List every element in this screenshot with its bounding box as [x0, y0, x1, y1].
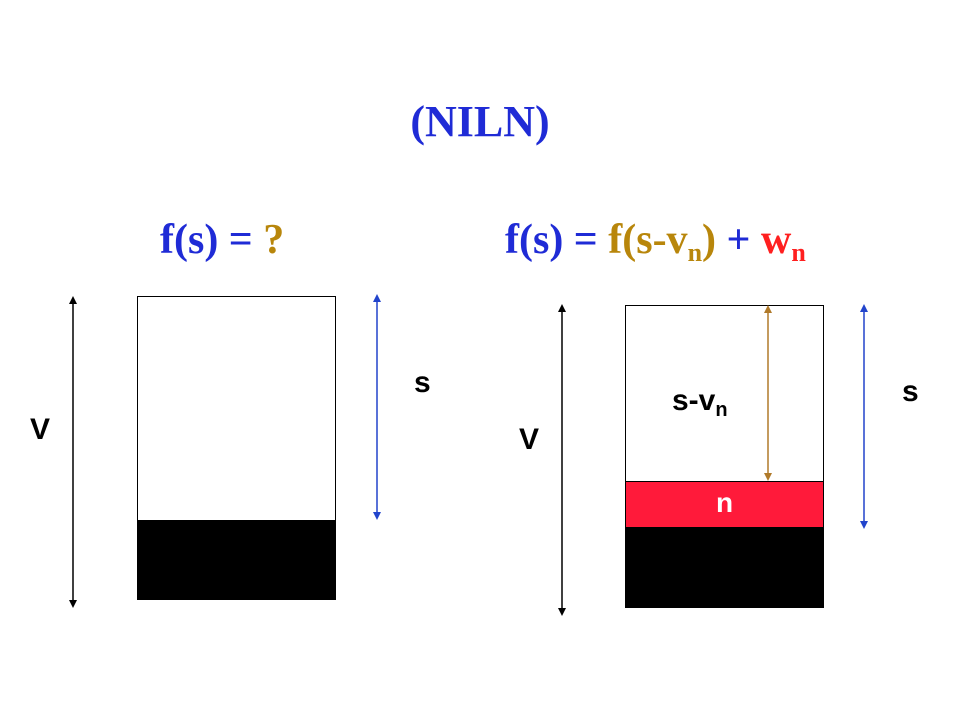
- formula-right-term2: wn: [760, 217, 806, 267]
- formula-right: f(s) = f(s-vn) + wn: [505, 212, 806, 273]
- formula-left: f(s) = ?: [160, 212, 284, 268]
- right-item-label: n: [715, 487, 734, 518]
- formula-right-term2-sub: n: [791, 238, 806, 267]
- formula-left-question: ?: [263, 217, 285, 263]
- right-item-n: [625, 481, 824, 528]
- formula-right-lhs: f(s) =: [505, 217, 609, 263]
- formula-right-term1-sub: n: [687, 238, 703, 267]
- right-filled-region: [625, 528, 824, 608]
- formula-right-term1-open: f(s-v: [608, 217, 688, 263]
- right-capacity-label: V: [519, 423, 540, 456]
- formula-right-term1: f(s-vn): [608, 217, 717, 267]
- formula-right-term1-close: ): [702, 217, 717, 263]
- right-space-label: s: [902, 375, 919, 408]
- right-remaining-label: s-vn: [672, 384, 728, 421]
- left-filled-region: [137, 520, 336, 600]
- formula-right-term2-w: w: [760, 217, 792, 263]
- left-capacity-label: V: [30, 413, 51, 446]
- formula-right-plus: +: [716, 217, 761, 263]
- left-space-label: s: [414, 366, 431, 399]
- right-remaining-label-text: s-v: [672, 384, 716, 417]
- right-remaining-label-sub: n: [715, 399, 728, 421]
- formula-left-lhs: f(s) =: [160, 217, 264, 263]
- page-title: (NILN): [410, 97, 550, 146]
